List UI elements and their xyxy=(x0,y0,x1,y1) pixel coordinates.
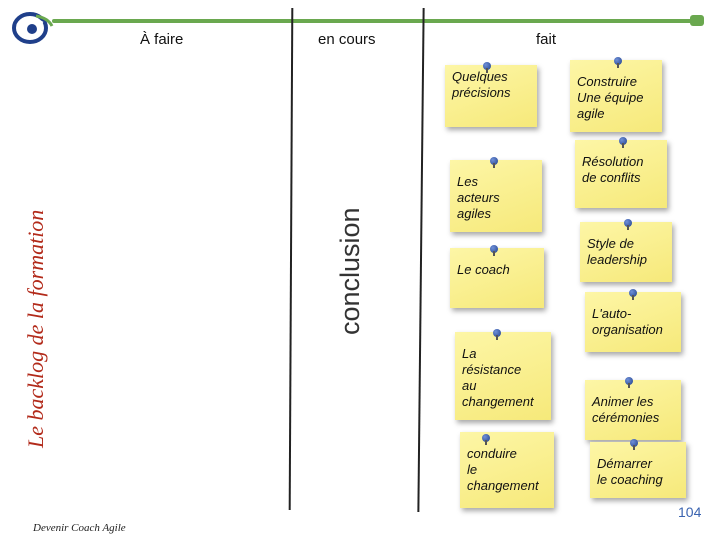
pin-icon xyxy=(493,329,501,340)
note-conflits[interactable]: Résolution de conflits xyxy=(575,137,667,208)
note-text: Résolution de conflits xyxy=(582,154,644,185)
note-ceremonies[interactable]: Animer les cérémonies xyxy=(585,377,681,440)
note-text: Le coach xyxy=(457,262,510,277)
note-autoorg[interactable]: L'auto- organisation xyxy=(585,289,681,352)
note-text: Démarrer le coaching xyxy=(597,456,663,487)
note-equipe[interactable]: Construire Une équipe agile xyxy=(570,57,662,132)
conclusion-label: conclusion xyxy=(335,207,365,335)
column-divider-right xyxy=(417,8,425,512)
pin-icon xyxy=(614,57,622,68)
note-text: L'auto- organisation xyxy=(592,306,663,337)
column-afaire-header: À faire xyxy=(140,31,184,48)
header-rule xyxy=(52,19,700,23)
note-text: Construire Une équipe agile xyxy=(577,74,644,121)
pin-icon xyxy=(482,434,490,445)
pin-icon xyxy=(619,137,627,148)
note-coach[interactable]: Le coach xyxy=(450,245,544,308)
pin-icon xyxy=(625,377,633,388)
footer-text: Devenir Coach Agile xyxy=(33,522,126,534)
note-precisions[interactable]: Quelques précisions xyxy=(445,62,537,127)
note-text: Style de leadership xyxy=(587,236,647,267)
page-number: 104 xyxy=(678,504,702,520)
column-fait-header: fait xyxy=(536,31,557,48)
pin-icon xyxy=(630,439,638,450)
note-text: conduire le changement xyxy=(467,446,539,493)
note-text: La résistance au changement xyxy=(462,346,534,409)
pin-icon xyxy=(483,62,491,73)
note-acteurs[interactable]: Les acteurs agiles xyxy=(450,157,542,232)
note-text: Animer les cérémonies xyxy=(592,394,660,425)
note-leadership[interactable]: Style de leadership xyxy=(580,219,672,282)
pin-icon xyxy=(624,219,632,230)
note-conduire[interactable]: conduire le changement xyxy=(460,432,554,508)
logo xyxy=(12,12,54,44)
note-text: Quelques précisions xyxy=(452,69,511,100)
pin-icon xyxy=(629,289,637,300)
column-divider-left xyxy=(288,7,294,511)
note-resistance[interactable]: La résistance au changement xyxy=(455,329,551,420)
note-demarrer[interactable]: Démarrer le coaching xyxy=(590,439,686,498)
backlog-title: Le backlog de la formation xyxy=(23,209,48,448)
note-text: Les acteurs agiles xyxy=(457,174,500,221)
pin-icon xyxy=(490,245,498,256)
header-rule-end xyxy=(690,15,704,26)
column-encours-header: en cours xyxy=(318,31,376,48)
pin-icon xyxy=(490,157,498,168)
